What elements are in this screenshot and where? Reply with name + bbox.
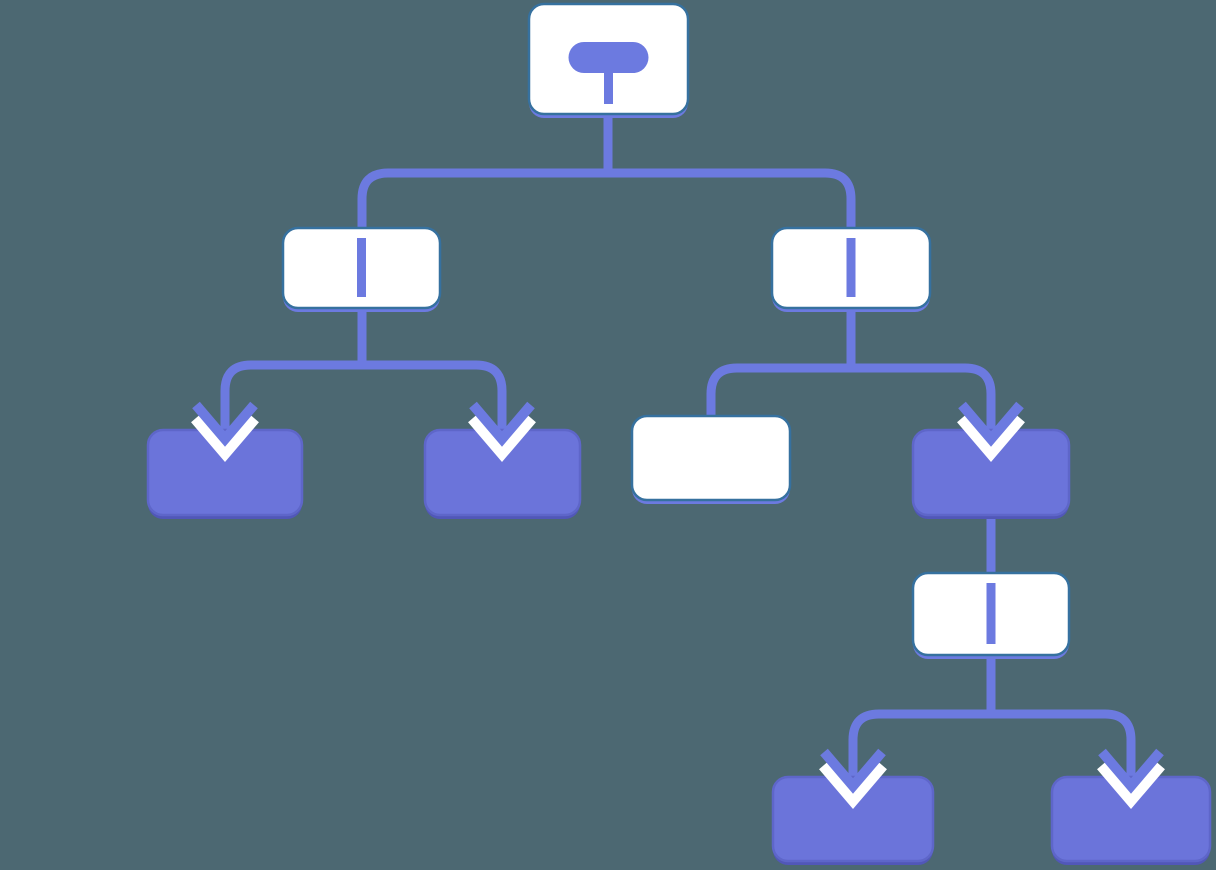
node-body	[423, 428, 582, 517]
node-layer	[146, 2, 1212, 865]
chevron-purple-icon	[192, 401, 258, 447]
arrow-marker	[1097, 748, 1165, 810]
leaf-node-3[interactable]	[771, 775, 935, 865]
node-body	[771, 775, 935, 863]
connector-root-split	[357, 111, 856, 233]
branch-node-right[interactable]	[770, 226, 932, 312]
chevron-purple-icon	[1098, 748, 1164, 794]
pill-icon	[568, 42, 649, 73]
root-node[interactable]	[527, 2, 690, 118]
arrow-layer	[191, 401, 1165, 810]
arrow-marker	[191, 401, 259, 463]
mid-node[interactable]	[911, 428, 1071, 519]
node-body	[911, 428, 1071, 517]
chevron-white-icon	[1097, 760, 1165, 810]
leaf-node-1[interactable]	[146, 428, 304, 519]
connector-left-split	[220, 305, 507, 438]
chevron-white-icon	[191, 413, 259, 463]
chevron-white-icon	[819, 760, 887, 810]
chevron-purple-icon	[958, 401, 1024, 447]
arrow-marker	[468, 401, 536, 463]
edge-layer	[220, 111, 1136, 785]
chevron-white-icon	[957, 413, 1025, 463]
node-body	[146, 428, 304, 517]
node-body	[1050, 775, 1212, 863]
arrow-marker	[819, 748, 887, 810]
connector-bottom-split	[848, 652, 1136, 785]
leaf-node-4[interactable]	[1050, 775, 1212, 865]
chevron-white-icon	[468, 413, 536, 463]
chevron-purple-icon	[820, 748, 886, 794]
empty-node[interactable]	[630, 414, 792, 504]
node-body	[630, 414, 792, 502]
leaf-node-2[interactable]	[423, 428, 582, 519]
branch-node-bottom[interactable]	[911, 571, 1071, 659]
branch-node-left[interactable]	[281, 226, 442, 312]
arrow-marker	[957, 401, 1025, 463]
connector-right-split	[706, 305, 996, 438]
chevron-purple-icon	[469, 401, 535, 447]
